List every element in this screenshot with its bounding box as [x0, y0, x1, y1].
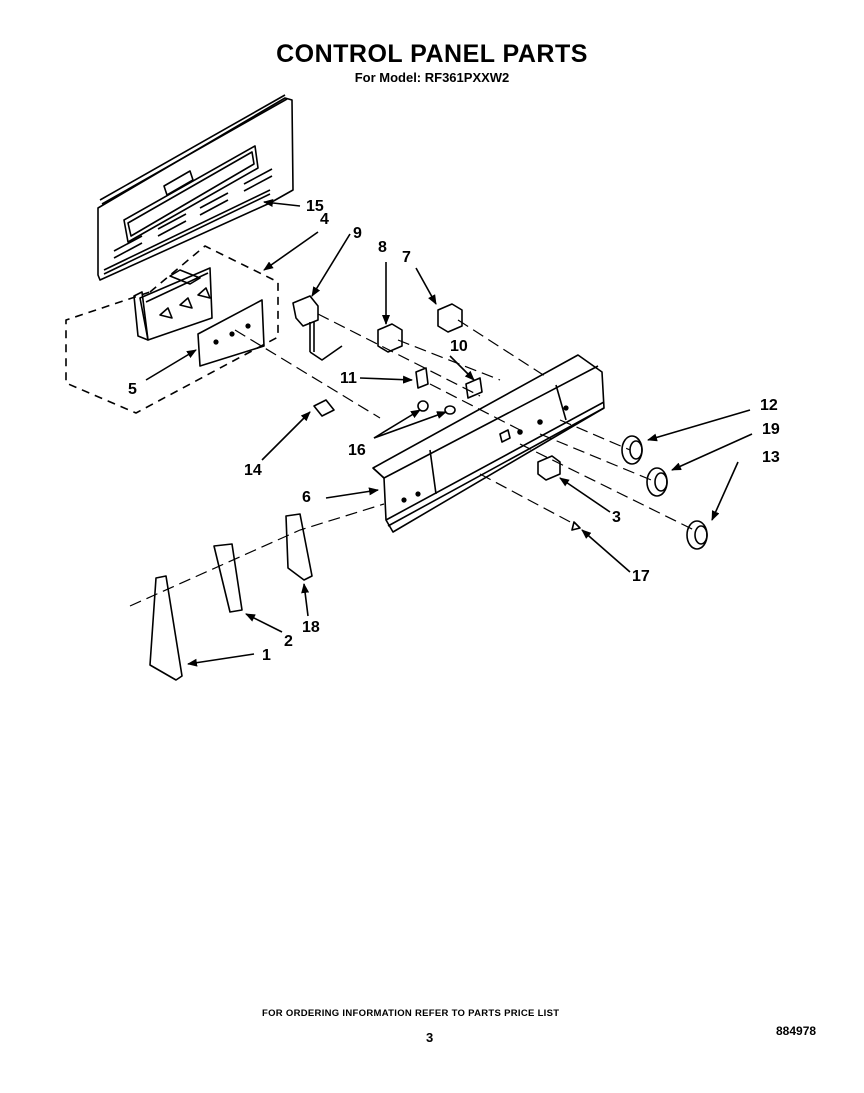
part-14 [313, 399, 335, 417]
callout-12: 12 [760, 397, 778, 414]
switch-part-9 [292, 295, 343, 361]
page-title: CONTROL PANEL PARTS [276, 40, 588, 68]
part-11 [415, 367, 429, 389]
callout-19: 19 [762, 421, 780, 438]
callout-8: 8 [378, 239, 387, 256]
plate-part-5 [197, 299, 265, 367]
bracket-part-18 [285, 513, 313, 581]
callout-17: 17 [632, 568, 650, 585]
back-panel-part-15 [97, 94, 294, 281]
document-id: 884978 [776, 1024, 817, 1038]
callout-14: 14 [244, 462, 262, 479]
knob-part-12 [621, 435, 643, 465]
part-17 [571, 521, 581, 531]
callout-11: 11 [340, 370, 357, 387]
callout-13: 13 [762, 449, 780, 466]
callout-5: 5 [128, 381, 137, 398]
page-number: 3 [426, 1030, 434, 1045]
callout-16: 16 [348, 442, 366, 459]
callout-7: 7 [402, 249, 411, 266]
callout-4: 4 [320, 211, 329, 228]
callout-2: 2 [284, 633, 293, 650]
switch-part-7 [437, 303, 463, 333]
callout-9: 9 [353, 225, 362, 242]
control-panel-housing-part-6 [372, 354, 605, 533]
knob-part-13 [686, 520, 708, 550]
end-cap-part-1 [149, 575, 183, 681]
callout-18: 18 [302, 619, 320, 636]
knob-part-19 [646, 467, 668, 497]
switch-part-3 [537, 455, 561, 481]
end-cap-part-2 [213, 543, 243, 613]
callout-6: 6 [302, 489, 311, 506]
switch-assembly-group-part-4 [65, 245, 279, 414]
callout-10: 10 [450, 338, 468, 355]
part-10 [465, 377, 483, 399]
switch-module [133, 267, 213, 341]
callout-1: 1 [262, 647, 271, 664]
callout-15: 15 [306, 198, 324, 215]
model-subtitle: For Model: RF361PXXW2 [354, 70, 510, 85]
callout-3: 3 [612, 509, 621, 526]
ordering-note: FOR ORDERING INFORMATION REFER TO PARTS … [262, 1008, 560, 1019]
switch-part-8 [377, 323, 403, 353]
